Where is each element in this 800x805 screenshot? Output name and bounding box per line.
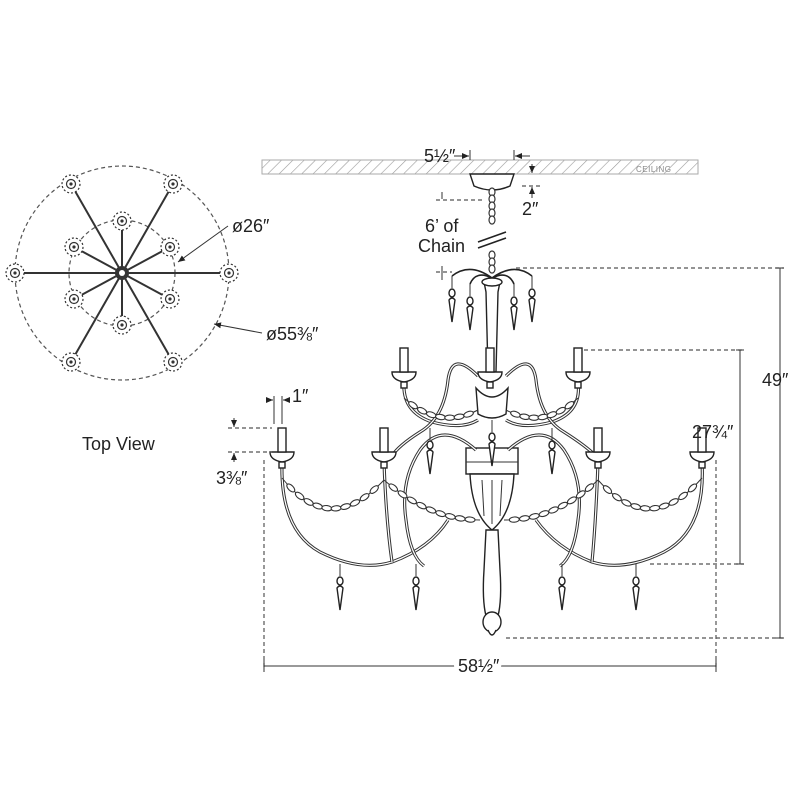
candle-height-label: 3⅜″ xyxy=(216,468,248,488)
top-view-cup xyxy=(160,289,180,309)
candle-width-label: 1″ xyxy=(292,386,309,406)
canopy: 5½″ 2″ xyxy=(424,146,542,219)
top-view-cup xyxy=(61,352,81,372)
top-view-cup xyxy=(112,315,132,335)
chain: 6’ of Chain xyxy=(418,187,507,274)
outer-diameter-leader xyxy=(213,322,263,334)
overall-width-label: 58½″ xyxy=(458,656,500,676)
top-view-cup xyxy=(219,263,239,283)
ceiling: CEILING xyxy=(261,159,699,175)
dimension-lines: 1″ 3⅜″ 27¾″ 49″ 58½″ xyxy=(216,266,789,680)
chandelier-side-view xyxy=(269,268,715,636)
top-view-cup xyxy=(163,174,183,194)
inner-diameter-leader xyxy=(177,225,229,263)
top-view-cup xyxy=(163,352,183,372)
top-view: ø26″ ø55⅜″ Top View xyxy=(5,165,319,454)
top-view-title: Top View xyxy=(82,434,156,454)
ceiling-label: CEILING xyxy=(636,165,672,174)
top-view-cup xyxy=(61,174,81,194)
canopy-height-label: 2″ xyxy=(522,199,539,219)
top-view-cup xyxy=(5,263,25,283)
top-view-cup xyxy=(64,237,84,257)
chain-length-label-line2: Chain xyxy=(418,236,465,256)
chain-length-label-line1: 6’ of xyxy=(425,216,459,236)
top-view-cup xyxy=(64,289,84,309)
top-view-cup xyxy=(112,211,132,231)
inner-diameter-label: ø26″ xyxy=(232,216,270,236)
overall-height-label: 49″ xyxy=(762,370,789,390)
outer-diameter-label: ø55⅜″ xyxy=(266,324,319,344)
top-view-cup xyxy=(160,237,180,257)
upper-tier-height-label: 27¾″ xyxy=(692,422,734,442)
canopy-width-label: 5½″ xyxy=(424,146,456,166)
